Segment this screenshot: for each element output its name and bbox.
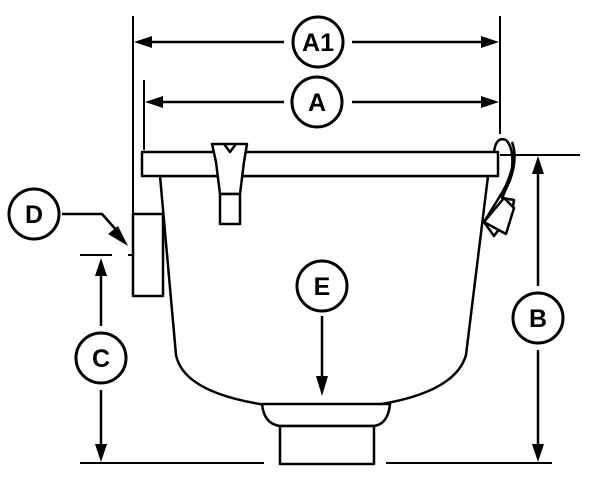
label-d-circle <box>7 187 61 241</box>
leader-d <box>62 212 119 233</box>
sink-rim <box>140 150 500 178</box>
label-c-circle <box>74 331 128 385</box>
drain-flange <box>260 402 392 428</box>
clamp-foot <box>218 192 242 226</box>
arrow-a1-left <box>134 36 152 48</box>
arrow-a1-right <box>481 36 499 48</box>
label-b-text: B <box>529 305 547 333</box>
label-a1-circle <box>291 15 345 69</box>
arrow-c-top <box>95 258 107 276</box>
label-b-circle <box>511 291 565 345</box>
arrow-a-right <box>481 96 499 108</box>
label-c-text: C <box>92 345 110 373</box>
arrow-d <box>108 226 128 246</box>
clamp-notch <box>223 143 237 154</box>
label-e-text: E <box>314 273 331 301</box>
arrow-e <box>316 376 328 396</box>
label-e: E <box>295 259 349 313</box>
drain-outlet <box>278 424 376 466</box>
label-a-circle <box>290 75 344 129</box>
arrow-c-bottom <box>95 444 107 462</box>
label-a: A <box>290 75 344 129</box>
arrow-b-top <box>532 156 544 174</box>
label-d-text: D <box>25 201 43 229</box>
arrow-b-bottom <box>532 444 544 462</box>
label-c: C <box>74 331 128 385</box>
arrow-a-left <box>145 96 163 108</box>
label-e-circle <box>295 259 349 313</box>
label-a1-text: A1 <box>302 29 334 57</box>
side-outlet <box>131 212 165 298</box>
label-a1: A1 <box>291 15 345 69</box>
label-b: B <box>511 291 565 345</box>
label-d: D <box>7 187 61 241</box>
dimension-lines <box>62 36 544 462</box>
hook-wedge <box>482 196 516 236</box>
label-a-text: A <box>308 89 326 117</box>
